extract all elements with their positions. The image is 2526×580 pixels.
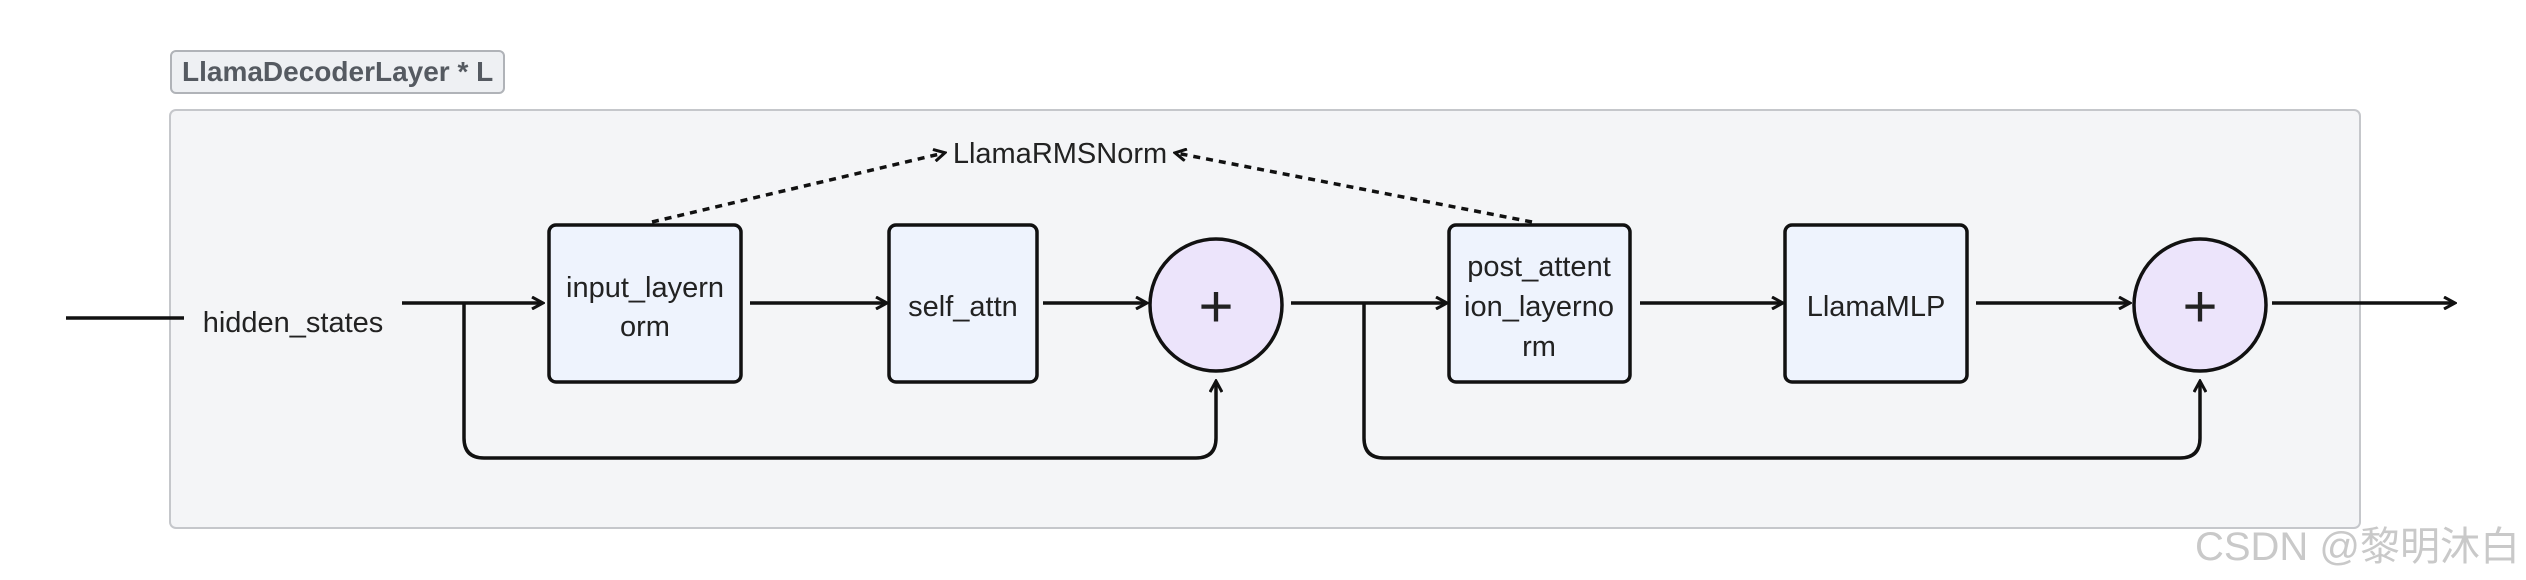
edge-residual-1 — [462, 303, 1216, 460]
node-add-1: + — [1148, 237, 1284, 373]
edge-residual-2 — [1362, 303, 2200, 460]
node-label-line: orm — [620, 311, 670, 343]
node-input-layernorm: input_layern orm — [547, 223, 743, 384]
node-label-line: ion_layerno — [1464, 291, 1614, 323]
plus-icon: + — [2182, 273, 2217, 340]
node-label-line: self_attn — [908, 291, 1018, 323]
node-post-attention-layernorm: post_attent ion_layerno rm — [1447, 223, 1632, 384]
node-label-line: input_layern — [566, 272, 724, 304]
hidden-states-label: hidden_states — [203, 307, 384, 339]
node-add-2: + — [2132, 237, 2268, 373]
node-self-attn: self_attn — [887, 223, 1039, 384]
watermark: CSDN @黎明沐白 — [2194, 525, 2520, 569]
group-title: LlamaDecoderLayer * L — [170, 50, 506, 94]
edge-dotted-post-norm-ref — [1176, 153, 1533, 224]
node-label-line: LlamaMLP — [1807, 291, 1946, 323]
edge-dotted-input-norm-ref — [651, 153, 944, 224]
plus-icon: + — [1198, 273, 1233, 340]
node-label-line: post_attent — [1467, 251, 1611, 283]
node-label-line: rm — [1522, 331, 1556, 363]
node-llama-mlp: LlamaMLP — [1783, 223, 1969, 384]
rmsnorm-label: LlamaRMSNorm — [953, 138, 1167, 170]
